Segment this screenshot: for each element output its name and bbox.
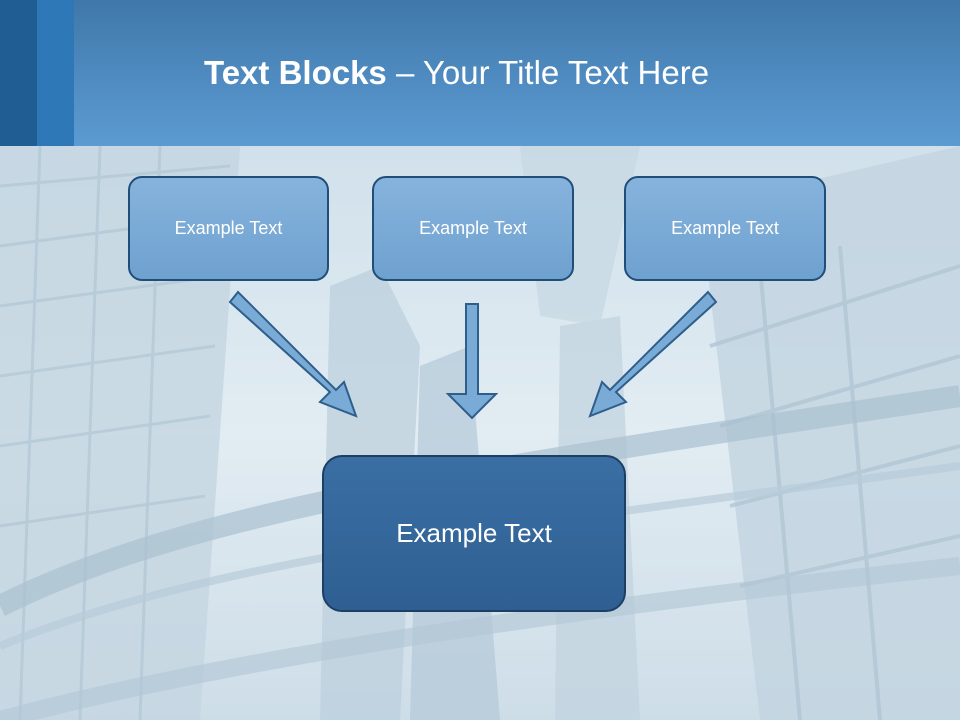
text-block-3-label: Example Text <box>671 218 779 238</box>
main-text-block[interactable]: Example Text <box>322 455 626 612</box>
main-text-block-label: Example Text <box>396 518 552 548</box>
title-rest-text: Your Title Text Here <box>422 54 710 91</box>
title-header-band: Text Blocks – Your Title Text Here <box>0 0 960 146</box>
header-accent-stripe <box>0 0 37 146</box>
header-accent-stripe <box>37 0 74 146</box>
text-block-1-label: Example Text <box>174 218 283 238</box>
title-bold-text: Text Blocks <box>204 54 387 91</box>
text-block-2-label: Example Text <box>419 218 527 238</box>
title-dash: – <box>386 54 423 91</box>
text-block-2[interactable]: Example Text <box>372 176 574 281</box>
text-block-1[interactable]: Example Text <box>128 176 329 281</box>
slide-title[interactable]: Text Blocks – Your Title Text Here <box>204 54 709 92</box>
text-block-3[interactable]: Example Text <box>624 176 826 281</box>
